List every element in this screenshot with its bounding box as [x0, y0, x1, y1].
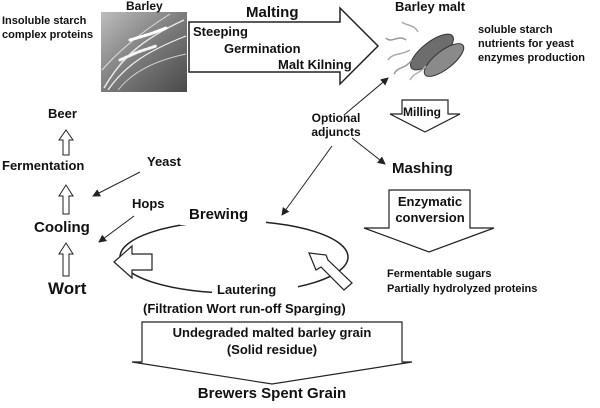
barley-malt-description-line1: soluble starch: [478, 24, 553, 36]
lautering-label: Lautering: [217, 282, 277, 297]
malting-step-steeping: Steeping: [193, 24, 248, 39]
malting-title: Malting: [246, 4, 299, 21]
barley-label: Barley: [126, 0, 163, 13]
spent-grain-box-line1: Undegraded malted barley grain: [172, 325, 372, 340]
spent-grain-box-line2: (Solid residue): [226, 342, 318, 357]
sugars-label: Fermentable sugars: [387, 268, 492, 280]
barley-malt-label: Barley malt: [395, 0, 466, 14]
adjunct-arrow-to-brewing: [281, 145, 333, 216]
malting-arrow: [188, 6, 380, 86]
adjunct-arrow-to-malt: [343, 77, 389, 116]
adjuncts-line2: adjuncts: [311, 125, 361, 139]
malting-step-kilning: Malt Kilning: [278, 57, 352, 72]
conversion-line2: conversion: [395, 210, 465, 225]
cycle-arrow-left: [113, 244, 153, 280]
barley-photo: [101, 12, 187, 92]
barley-malt-description-line3: enzymes production: [478, 52, 585, 64]
milling-arrow: [389, 99, 461, 133]
hops-arrow: [98, 215, 135, 243]
adjuncts-line1: Optional: [311, 111, 361, 125]
arrow-wort-to-cool: [58, 242, 74, 277]
wort-label: Wort: [48, 279, 87, 298]
lautering-detail: (Filtration Wort run-off Sparging): [143, 301, 346, 316]
yeast-arrow: [92, 171, 141, 197]
fermentation-label: Fermentation: [2, 158, 85, 173]
conversion-line1: Enzymatic: [397, 194, 463, 209]
barley-description-line2: complex proteins: [2, 29, 94, 41]
brewing-title: Brewing: [189, 206, 249, 223]
hops-label: Hops: [132, 196, 165, 211]
adjunct-arrow-to-mashing: [351, 137, 386, 165]
barley-malt-description-line2: nutrients for yeast: [478, 38, 574, 50]
cooling-label: Cooling: [34, 219, 90, 236]
mashing-title: Mashing: [392, 160, 453, 177]
conversion-arrow: [363, 189, 495, 253]
proteins-label: Partially hydrolyzed proteins: [387, 283, 538, 295]
cycle-arrow-right: [308, 252, 353, 291]
barley-description-line1: Insoluble starch: [2, 15, 87, 27]
arrow-ferment-to-beer: [58, 129, 74, 156]
barley-malt-illustration: [385, 21, 465, 81]
beer-label: Beer: [48, 106, 77, 121]
spent-grain-arrow: [131, 321, 413, 385]
spent-grain-title: Brewers Spent Grain: [197, 385, 347, 402]
milling-label: Milling: [403, 105, 441, 119]
arrow-cool-to-ferment: [58, 184, 74, 215]
malting-step-germination: Germination: [224, 41, 301, 56]
yeast-label: Yeast: [147, 154, 181, 169]
